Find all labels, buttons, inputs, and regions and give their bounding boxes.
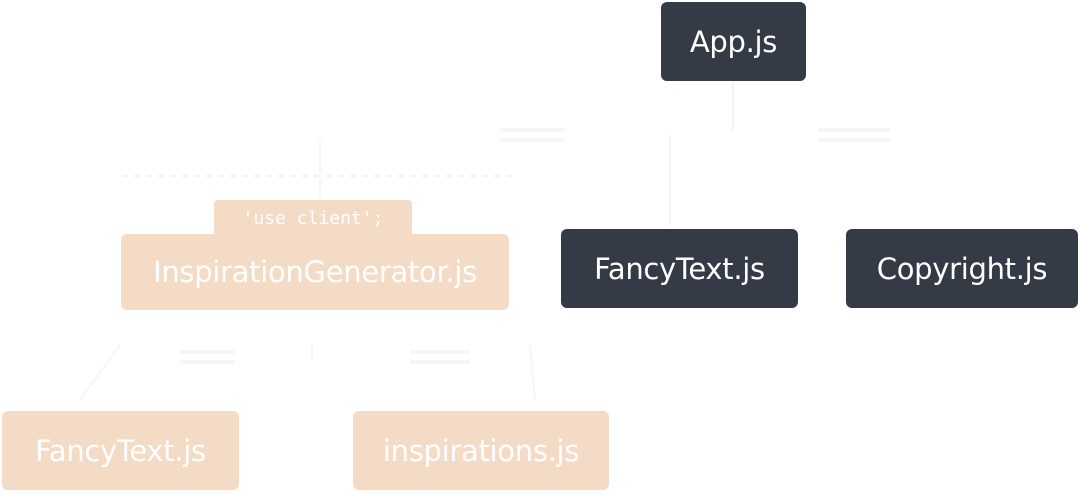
edge-app-to-children bbox=[669, 82, 734, 225]
app-js-label: App.js bbox=[689, 24, 778, 59]
copyright-node: Copyright.js bbox=[846, 229, 1078, 308]
use-client-directive: 'use client'; bbox=[214, 200, 412, 236]
fancy-text-client-node: FancyText.js bbox=[2, 411, 239, 490]
fancy-text-server-label: FancyText.js bbox=[594, 251, 765, 286]
inspiration-generator-label: InspirationGenerator.js bbox=[153, 255, 477, 289]
edge-label-smudge-3 bbox=[180, 350, 470, 364]
use-client-label: 'use client'; bbox=[242, 207, 384, 229]
edge-label-smudge-2 bbox=[818, 128, 890, 142]
edge-label-smudge-1 bbox=[500, 128, 565, 142]
fancy-text-server-node: FancyText.js bbox=[561, 229, 798, 308]
fancy-text-client-label: FancyText.js bbox=[35, 433, 206, 468]
inspirations-node: inspirations.js bbox=[353, 411, 609, 490]
edge-inspiration-to-children bbox=[79, 344, 536, 401]
inspiration-generator-node: InspirationGenerator.js bbox=[121, 234, 509, 310]
app-js-node: App.js bbox=[661, 2, 806, 81]
inspirations-label: inspirations.js bbox=[382, 433, 580, 468]
copyright-label: Copyright.js bbox=[876, 251, 1048, 286]
